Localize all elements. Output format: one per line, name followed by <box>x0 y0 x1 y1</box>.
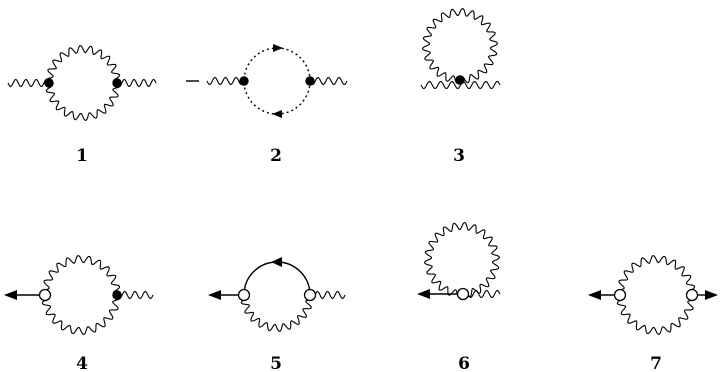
wavy-propagator <box>116 290 154 300</box>
ghost-loop <box>243 47 311 115</box>
arrow-left-icon <box>208 290 221 300</box>
diagram-2: 2 <box>186 44 348 166</box>
diagram-label: 3 <box>453 146 465 166</box>
wavy-propagator <box>420 80 501 90</box>
diagram-label: 4 <box>76 354 88 372</box>
filled-vertex <box>112 78 122 88</box>
wavy-propagator <box>116 78 157 88</box>
open-vertex <box>237 288 251 302</box>
diagram-4: 4 <box>4 255 154 372</box>
diagram-5: 5 <box>208 257 346 372</box>
open-vertex <box>685 288 699 302</box>
open-vertex <box>456 287 470 301</box>
wavy-propagator <box>7 78 50 88</box>
wavy-loop <box>422 8 498 84</box>
wavy-loop <box>45 45 121 121</box>
filled-vertex <box>44 78 54 88</box>
diagram-label: 5 <box>270 354 282 372</box>
filled-vertex <box>455 75 465 85</box>
wavy-arc <box>240 294 314 332</box>
open-vertex <box>38 288 52 302</box>
filled-vertex <box>239 76 249 86</box>
open-vertex <box>303 288 317 302</box>
diagram-3: 3 <box>420 8 501 166</box>
wavy-loop <box>424 222 500 298</box>
wavy-loop <box>616 255 696 335</box>
arrow-left-icon <box>588 290 601 300</box>
open-vertex <box>613 288 627 302</box>
diagram-label: 1 <box>76 146 88 166</box>
diagram-label: 6 <box>458 354 470 372</box>
arrow-left-icon <box>4 290 17 300</box>
arrow-right-icon <box>273 44 283 52</box>
diagram-label: 7 <box>650 354 662 372</box>
diagram-label: 2 <box>270 146 282 166</box>
arrow-right-icon <box>705 290 718 300</box>
wavy-propagator <box>309 76 348 86</box>
wavy-loop <box>41 255 121 335</box>
diagram-6: 6 <box>417 222 501 372</box>
arrow-left-icon <box>271 257 282 267</box>
diagram-1: 1 <box>7 45 157 166</box>
filled-vertex <box>112 290 122 300</box>
wavy-propagator <box>467 289 501 299</box>
filled-vertex <box>305 76 315 86</box>
wavy-propagator <box>206 76 245 86</box>
solid-arc <box>243 261 311 296</box>
arrow-left-icon <box>417 289 430 299</box>
diagram-7: 7 <box>588 255 718 372</box>
arrow-left-icon <box>272 110 282 118</box>
